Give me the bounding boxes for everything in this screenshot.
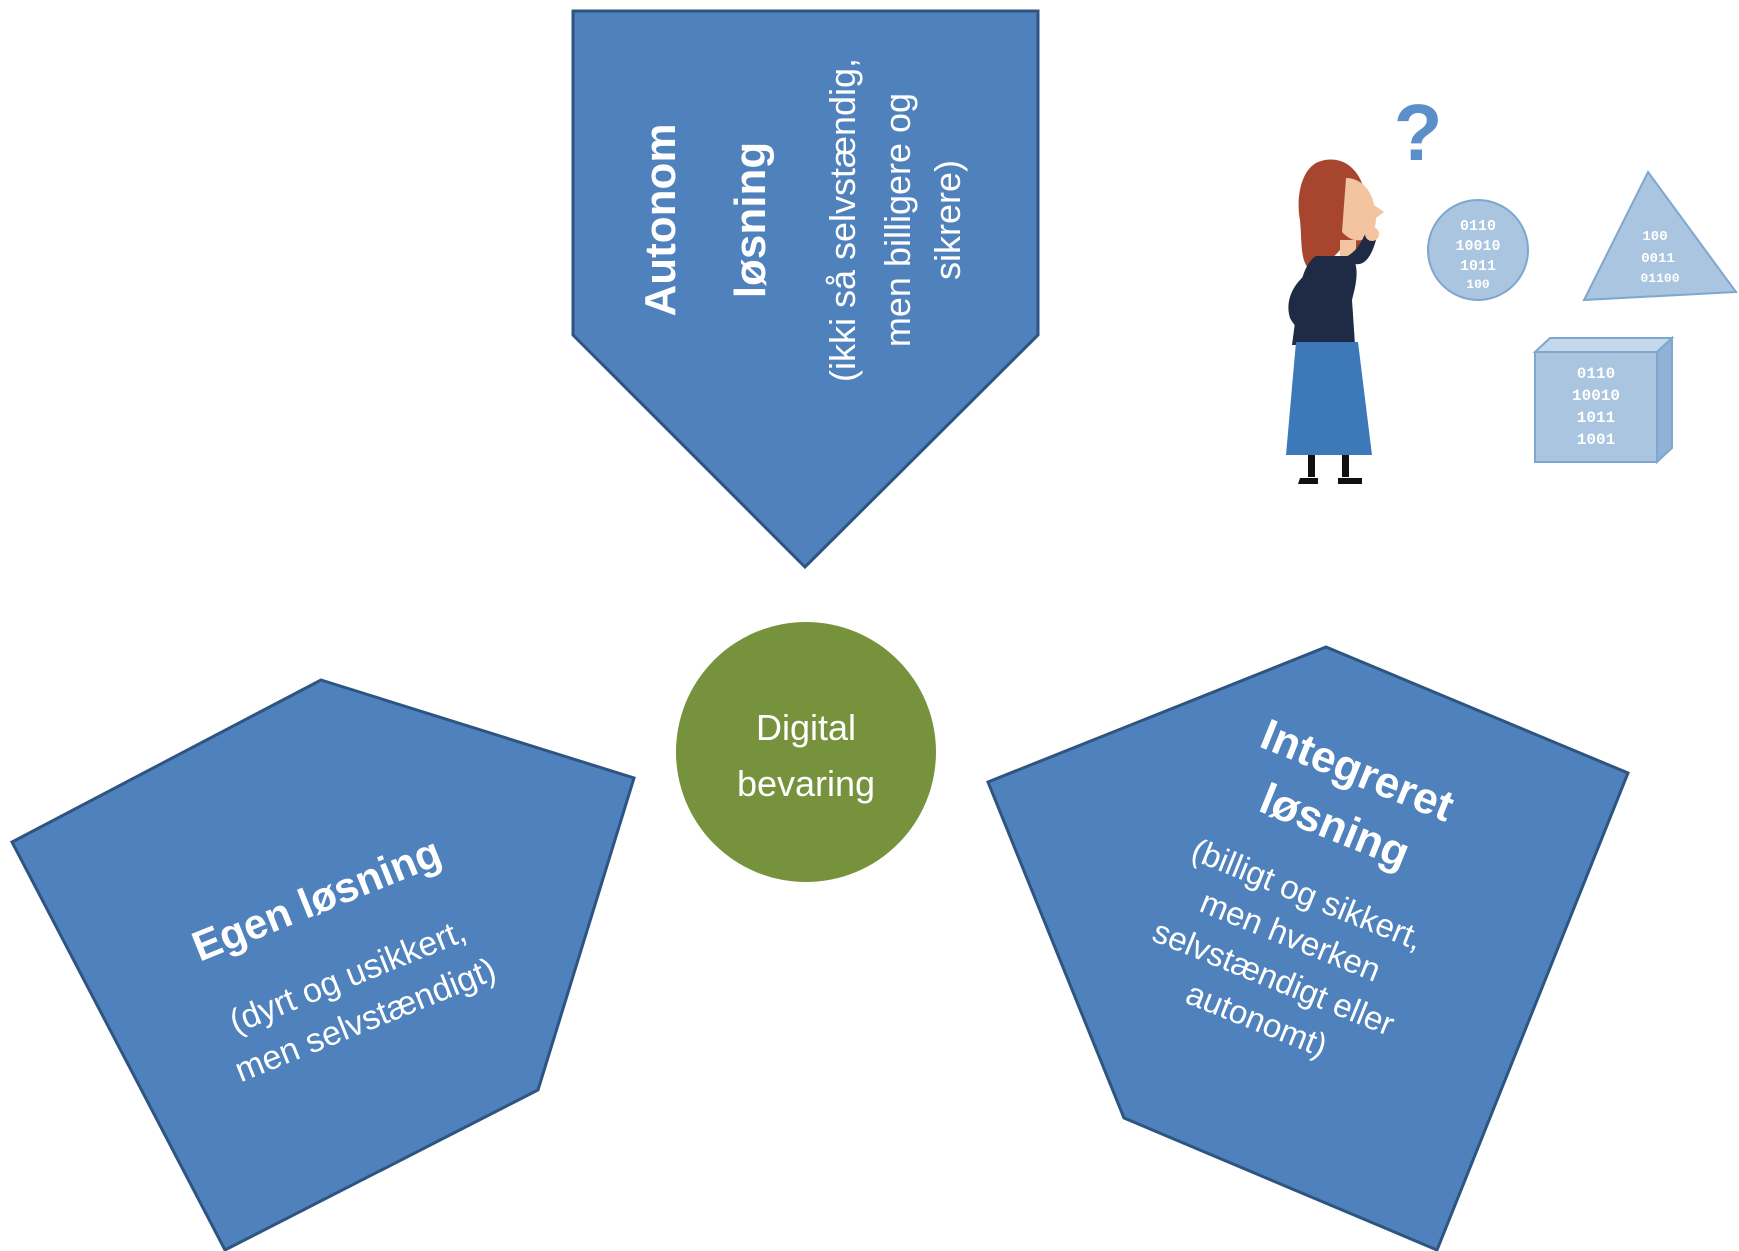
- svg-text:1001: 1001: [1577, 431, 1615, 449]
- svg-text:100: 100: [1642, 229, 1667, 245]
- autonom-title-line1: Autonom: [636, 123, 685, 316]
- svg-text:01100: 01100: [1640, 271, 1679, 286]
- svg-text:1011: 1011: [1460, 258, 1496, 275]
- center-label-line2: bevaring: [737, 763, 875, 804]
- svg-text:1011: 1011: [1577, 409, 1615, 427]
- binary-cube-icon: 0110 10010 1011 1001: [1532, 335, 1675, 465]
- binary-sphere-icon: 0110 10010 1011 100: [1427, 199, 1529, 301]
- integreret-losning-shape: Integreret løsning (billigt og sikkert, …: [986, 645, 1630, 1251]
- question-mark-icon: ?: [1394, 88, 1443, 177]
- svg-text:0110: 0110: [1577, 365, 1615, 383]
- svg-text:100: 100: [1466, 277, 1490, 292]
- egen-losning-shape: Egen løsning (dyrt og usikkert, men selv…: [9, 678, 636, 1251]
- woman-figure: [1286, 159, 1384, 484]
- svg-text:0011: 0011: [1641, 251, 1675, 267]
- digital-bevaring-circle: Digital bevaring: [676, 622, 936, 882]
- center-label-line1: Digital: [756, 707, 856, 748]
- svg-text:0110: 0110: [1460, 218, 1496, 235]
- svg-text:10010: 10010: [1455, 238, 1500, 255]
- svg-text:10010: 10010: [1572, 387, 1620, 405]
- autonom-title-line2: løsning: [726, 142, 775, 298]
- autonom-desc-line3: sikrere): [927, 160, 968, 280]
- autonom-desc-line1: (ikki så selvstændig,: [822, 58, 863, 382]
- autonom-desc-line2: men billigere og: [877, 93, 918, 347]
- thinking-woman-illustration: ? 0110 10010: [1286, 88, 1738, 484]
- autonom-losning-shape: Autonom løsning (ikki så selvstændig, me…: [571, 9, 1040, 570]
- binary-pyramid-icon: 100 0011 01100: [1582, 170, 1738, 302]
